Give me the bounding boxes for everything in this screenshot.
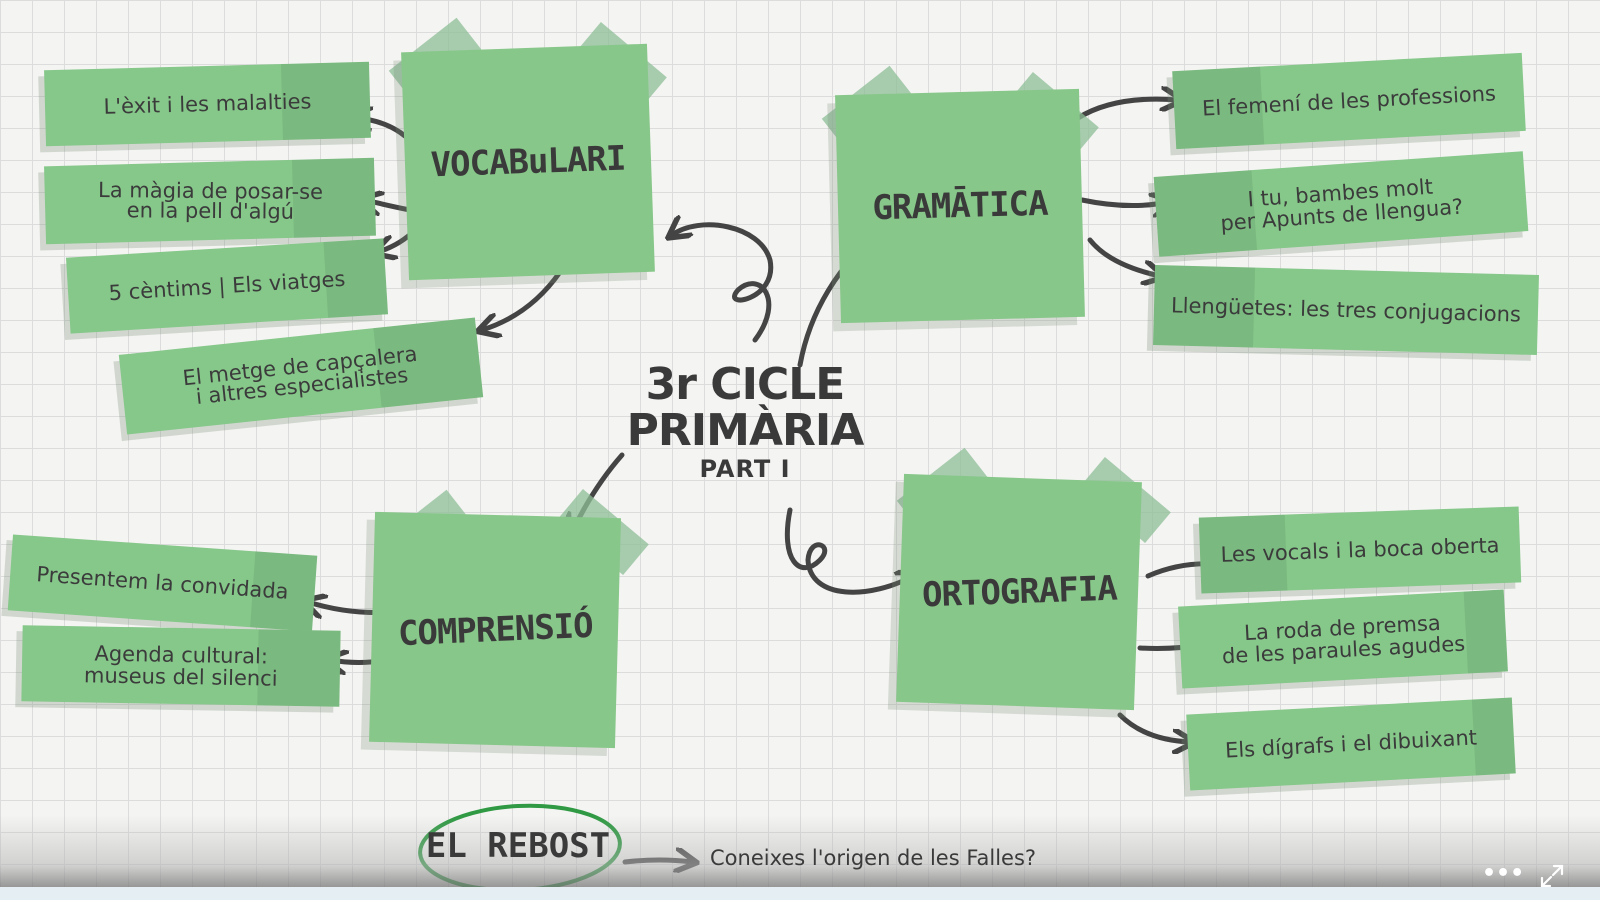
- vocab-item-2-label: La màgia de posar-se en la pell d'algú: [97, 178, 323, 224]
- arrow-to-vocab-4: [482, 269, 563, 330]
- vocab-item-1-label: L'èxit i les malalties: [103, 89, 312, 119]
- note-vocabulari[interactable]: VOCABuLARI: [401, 43, 655, 281]
- rebost-label[interactable]: EL REBOST: [420, 808, 616, 884]
- gram-item-2-label: I tu, bambes molt per Apunts de llengua?: [1219, 174, 1464, 236]
- note-ortografia-label: ORTOGRAFIA: [921, 568, 1117, 616]
- rebost-question[interactable]: Coneixes l'origen de les Falles?: [710, 846, 1037, 870]
- note-ortografia[interactable]: ORTOGRAFIA: [896, 473, 1142, 711]
- orto-item-2[interactable]: La roda de premsa de les paraules agudes: [1178, 589, 1508, 689]
- arrow-to-gram-3: [1087, 237, 1160, 276]
- comp-item-2-label: Agenda cultural: museus del silenci: [83, 641, 278, 691]
- comp-item-2[interactable]: Agenda cultural: museus del silenci: [21, 625, 341, 707]
- gram-item-3[interactable]: Llengüetes: les tres conjugacions: [1153, 264, 1539, 356]
- center-title: 3r CICLE PRIMÀRIA PART I: [620, 362, 870, 484]
- vocab-item-3[interactable]: 5 cèntims | Els viatges: [65, 238, 389, 334]
- gram-item-2[interactable]: I tu, bambes molt per Apunts de llengua?: [1153, 151, 1529, 257]
- orto-item-1[interactable]: Les vocals i la boca oberta: [1198, 506, 1522, 594]
- more-options-button[interactable]: •••: [1482, 861, 1525, 886]
- arrow-to-gram-1: [1075, 99, 1178, 121]
- note-comprensio[interactable]: COMPRENSIÓ: [369, 511, 621, 749]
- vocab-item-1[interactable]: L'èxit i les malalties: [44, 61, 371, 147]
- note-gramatica[interactable]: GRAMĀTICA: [835, 88, 1085, 324]
- orto-item-3[interactable]: Els dígrafs i el dibuixant: [1186, 697, 1516, 791]
- expand-icon[interactable]: [1538, 862, 1566, 890]
- center-title-line1: 3r CICLE: [645, 359, 846, 410]
- comp-item-1-label: Presentem la convidada: [35, 562, 290, 604]
- note-vocabulari-label: VOCABuLARI: [430, 138, 626, 186]
- gram-item-1[interactable]: El femení de les professions: [1172, 52, 1526, 150]
- center-title-line2: PRIMÀRIA: [626, 405, 865, 456]
- arrow-center-to-orto: [784, 507, 915, 595]
- note-comprensio-label: COMPRENSIÓ: [396, 605, 594, 655]
- arrow-center-to-vocab: [672, 225, 774, 343]
- arrow-to-orto-3: [1117, 712, 1190, 742]
- vocab-item-2[interactable]: La màgia de posar-se en la pell d'algú: [44, 157, 376, 245]
- center-title-line3: PART I: [699, 455, 791, 483]
- bottom-bar: [0, 815, 1600, 887]
- orto-item-3-label: Els dígrafs i el dibuixant: [1224, 725, 1478, 763]
- footer-strip: [0, 887, 1600, 900]
- comp-item-1[interactable]: Presentem la convidada: [7, 534, 318, 632]
- rebost-text: EL REBOST: [425, 826, 611, 866]
- note-gramatica-label: GRAMĀTICA: [871, 183, 1049, 229]
- vocab-item-4[interactable]: El metge de capçalera i altres especiali…: [118, 317, 484, 435]
- vocab-item-3-label: 5 cèntims | Els viatges: [107, 266, 346, 306]
- orto-item-2-label: La roda de premsa de les paraules agudes: [1221, 610, 1466, 669]
